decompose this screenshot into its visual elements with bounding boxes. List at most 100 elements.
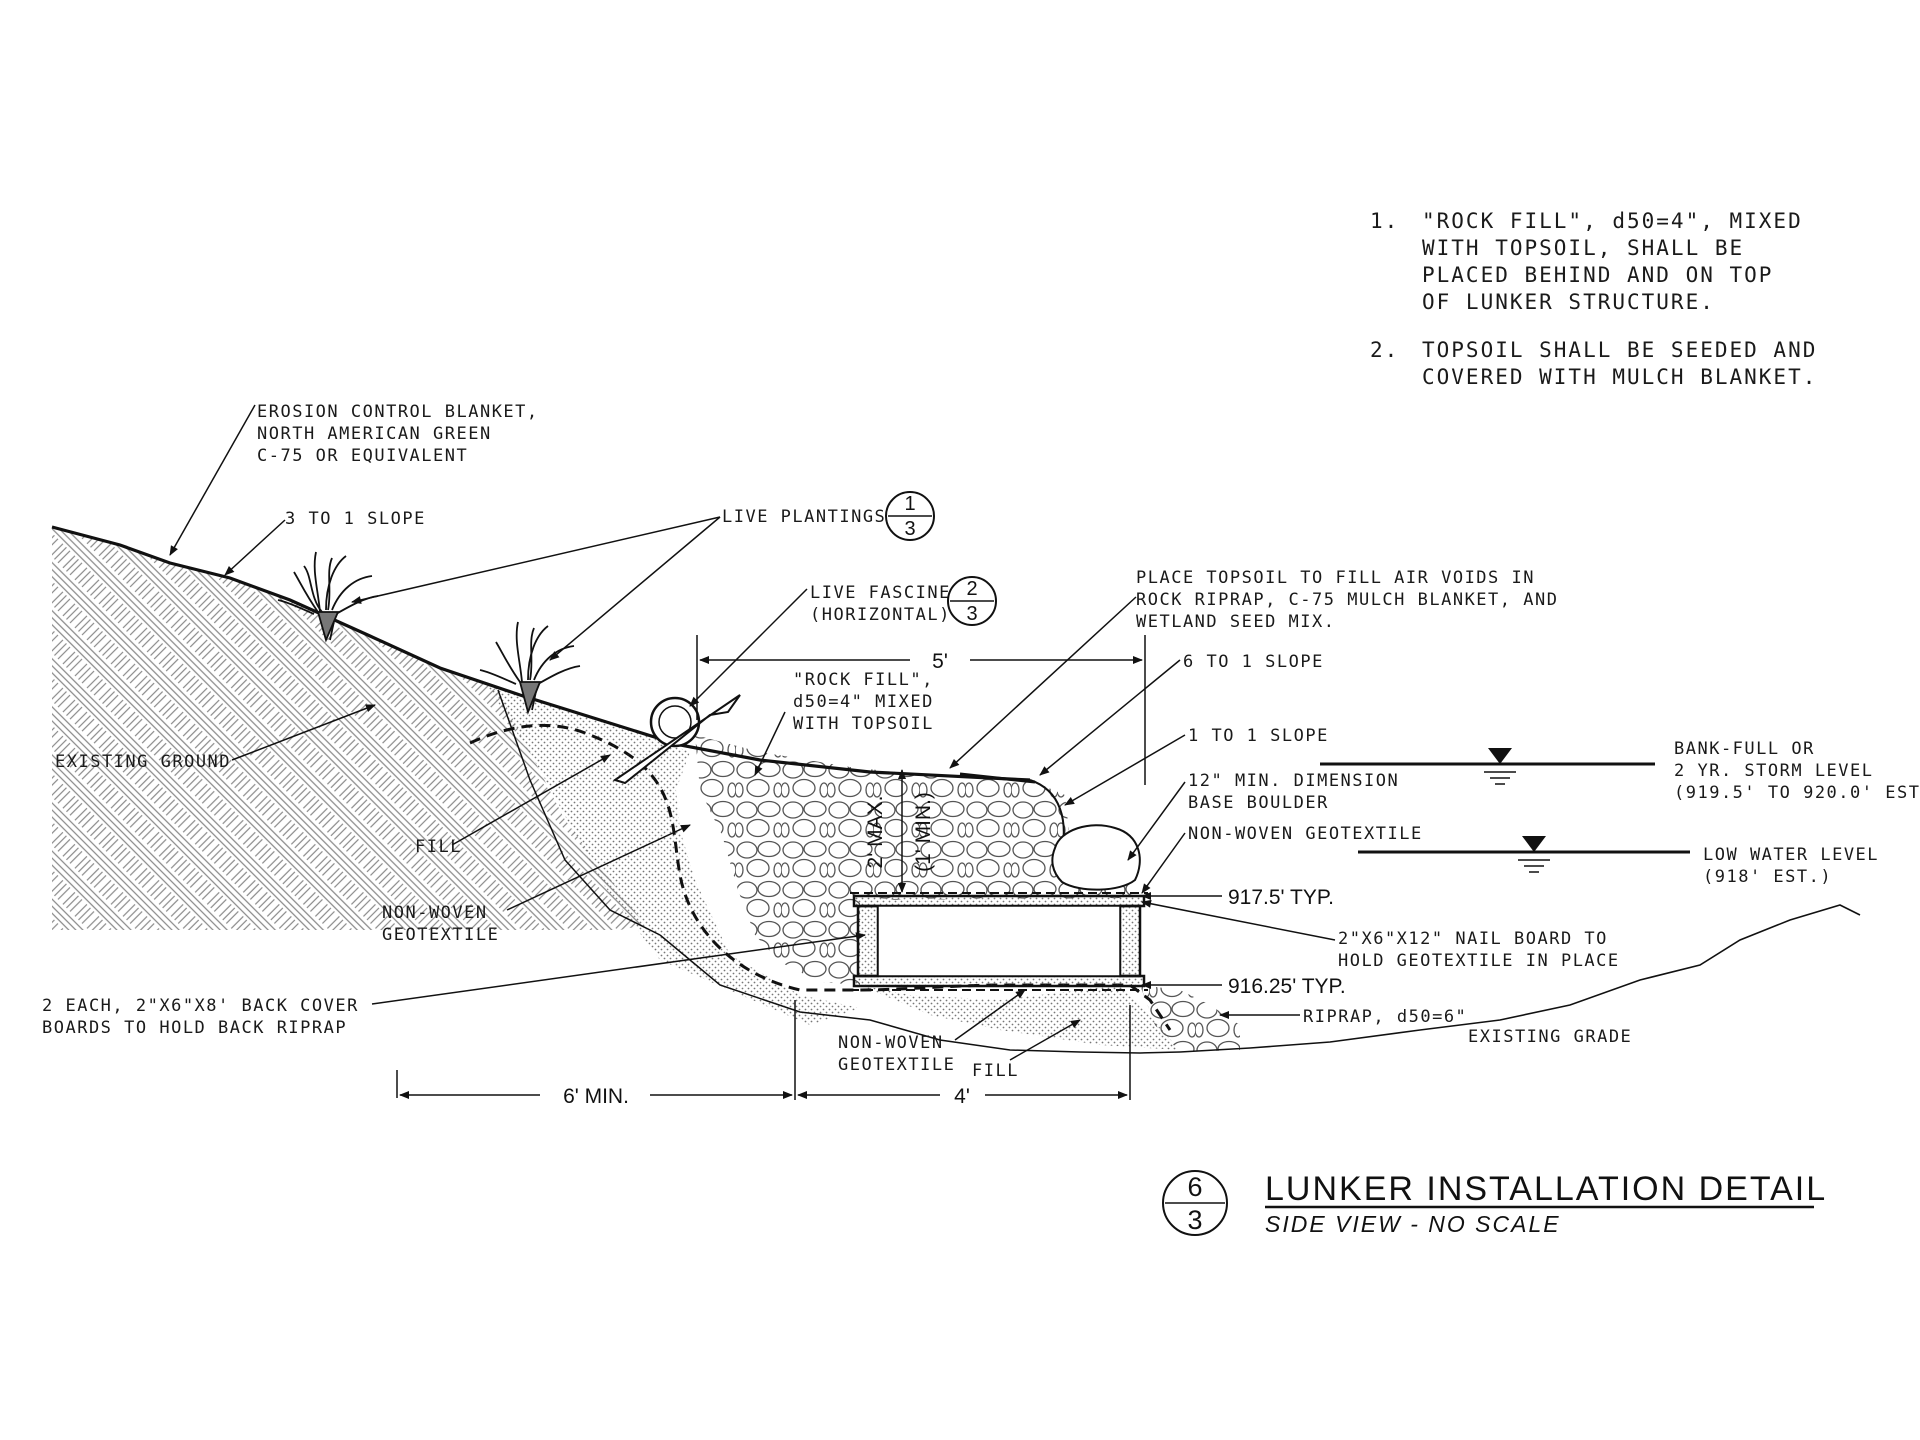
detail-ref-top: 6 [1187,1172,1202,1202]
slope-6to1-label: 6 TO 1 SLOPE [1183,652,1324,672]
leader-back-boards [371,932,866,1005]
rock-fill-label-1: "ROCK FILL", [793,670,934,690]
note-2-number: 2. [1370,338,1399,362]
base-boulder-label-2: BASE BOULDER [1188,793,1329,813]
existing-ground-boundary [497,689,661,936]
detail-subtitle: SIDE VIEW - NO SCALE [1265,1211,1561,1237]
leader-geotextile-bottom [954,989,1026,1041]
nail-board-label-1: 2"X6"X12" NAIL BOARD TO [1338,929,1608,949]
fill-bottom-label: FILL [972,1061,1019,1081]
topsoil-label-1: PLACE TOPSOIL TO FILL AIR VOIDS IN [1136,568,1535,588]
leader-1to1 [1064,734,1186,806]
bankfull-label-1: BANK-FULL OR [1674,739,1815,759]
low-water-label-1: LOW WATER LEVEL [1703,845,1879,865]
nail-board-label-2: HOLD GEOTEXTILE IN PLACE [1338,951,1620,971]
elevation-bottom-label: 916.25' TYP. [1228,975,1346,998]
low-water-level [1358,836,1690,873]
leader-nail-board [1141,899,1336,941]
plantings-ref-top: 1 [904,493,915,515]
existing-ground-region [52,527,645,930]
geotextile-dashed-line [469,723,1172,1031]
fill-back-boundary [659,934,1181,1054]
back-boards-label-2: BOARDS TO HOLD BACK RIPRAP [42,1018,347,1038]
note-2-line-2: COVERED WITH MULCH BLANKET. [1422,365,1817,389]
left-fill-region [486,683,860,1025]
leader-3to1 [224,519,286,576]
fascine-ref-bottom: 3 [966,603,977,625]
rock-fill-label-2: d50=4" MIXED [793,692,934,712]
ground-surface-line [51,525,1031,782]
note-1-line-2: WITH TOPSOIL, SHALL BE [1422,236,1744,260]
leader-erosion [169,404,256,556]
topsoil-label-3: WETLAND SEED MIX. [1136,612,1336,632]
dimension-2ft-max: 2' MAX. (1' MIN.) [864,769,935,893]
dim-5ft-label: 5' [932,650,948,673]
note-1-line-4: OF LUNKER STRUCTURE. [1422,290,1715,314]
leader-6to1 [1039,659,1181,776]
slope-1to1-label: 1 TO 1 SLOPE [1188,726,1329,746]
dimension-5ft: 5' [696,635,1146,785]
existing-grade-label: EXISTING GRADE [1468,1027,1632,1047]
notes-block: 1. "ROCK FILL", d50=4", MIXED WITH TOPSO… [1370,209,1817,389]
geotextile-left-label-1: NON-WOVEN [382,903,488,923]
leader-topsoil [949,596,1137,769]
existing-ground-label: EXISTING GROUND [55,752,231,772]
erosion-label-3: C-75 OR EQUIVALENT [257,446,468,466]
live-planting-lower [479,621,581,715]
note-1-number: 1. [1370,209,1399,233]
geotextile-right-label: NON-WOVEN GEOTEXTILE [1188,824,1423,844]
fill-left-label: FILL [415,837,462,857]
rock-fill-label-3: WITH TOPSOIL [793,714,934,734]
existing-grade-line [1179,904,1861,1053]
note-2-line-1: TOPSOIL SHALL BE SEEDED AND [1422,338,1817,362]
erosion-label-1: EROSION CONTROL BLANKET, [257,402,539,422]
back-boards-label-1: 2 EACH, 2"X6"X8' BACK COVER [42,996,359,1016]
base-boulder-label-1: 12" MIN. DIMENSION [1188,771,1399,791]
note-1-line-3: PLACED BEHIND AND ON TOP [1422,263,1773,287]
dimension-bottom: 6' MIN. 4' [396,1000,1131,1108]
live-planting-upper [277,551,379,643]
rock-fill-region [695,735,1135,985]
plantings-ref-bubble: 1 3 [885,491,935,541]
riprap-region [1140,985,1240,1052]
topsoil-label-2: ROCK RIPRAP, C-75 MULCH BLANKET, AND [1136,590,1558,610]
base-boulder [1051,824,1141,891]
leader-geotextile-left [506,824,691,911]
elevation-top-label: 917.5' TYP. [1228,886,1334,909]
fascine-ref-top: 2 [966,578,977,600]
plantings-ref-bottom: 3 [904,518,915,540]
leader-fill-bottom [1009,1019,1081,1061]
note-1-line-1: "ROCK FILL", d50=4", MIXED [1422,209,1803,233]
leader-existing-ground [231,704,376,761]
fascine-ref-bubble: 2 3 [947,576,997,626]
leader-plantings-a [351,516,721,604]
detail-ref-bottom: 3 [1187,1205,1202,1235]
leader-fascine [689,588,808,707]
erosion-label-2: NORTH AMERICAN GREEN [257,424,492,444]
leader-rockfill [754,711,786,776]
detail-title: LUNKER INSTALLATION DETAIL [1265,1170,1827,1208]
slope-3to1-label: 3 TO 1 SLOPE [285,509,426,529]
bankfull-label-3: (919.5' TO 920.0' EST.) [1674,783,1920,803]
leader-plantings-b [549,516,721,661]
geotextile-bottom-label-1: NON-WOVEN [838,1033,944,1053]
dim-1ft-min-label: (1' MIN.) [912,792,935,872]
bottom-fill-region [860,985,1180,1050]
leader-geotextile-right [1141,832,1186,894]
leader-fill [451,754,611,846]
geotextile-left-label-2: GEOTEXTILE [382,925,499,945]
dim-2ft-max-label: 2' MAX. [864,796,887,869]
geotextile-bottom-label-2: GEOTEXTILE [838,1055,955,1075]
live-fascine [612,694,741,785]
low-water-label-2: (918' EST.) [1703,867,1832,887]
title-block: 6 3 LUNKER INSTALLATION DETAIL SIDE VIEW… [1162,1170,1827,1237]
mulch-blanket-end [959,772,1036,784]
live-plantings-label: LIVE PLANTINGS [722,507,886,527]
bankfull-water-level [1320,748,1655,785]
bankfull-label-2: 2 YR. STORM LEVEL [1674,761,1874,781]
dim-4ft-label: 4' [954,1085,970,1108]
lunker-box [850,892,1148,991]
riprap-label: RIPRAP, d50=6" [1303,1007,1467,1027]
dim-6ft-min-label: 6' MIN. [563,1085,629,1108]
